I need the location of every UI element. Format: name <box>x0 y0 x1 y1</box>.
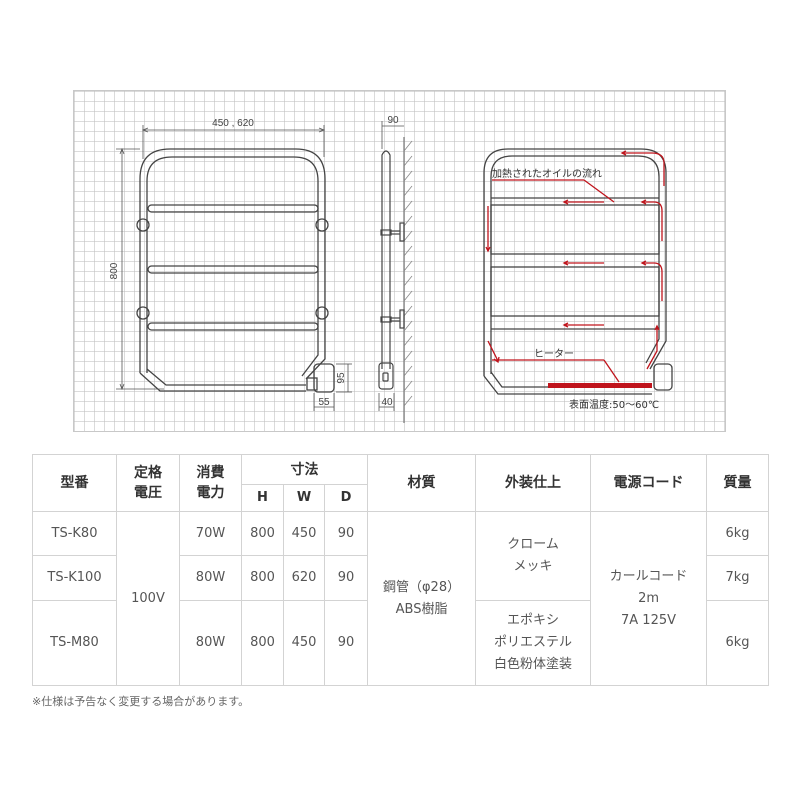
cell-d: 90 <box>323 555 369 601</box>
cell-material: 鋼管（φ28）ABS樹脂 <box>367 511 477 686</box>
cell-power: 70W <box>179 511 242 556</box>
plug-width-label: 55 <box>318 397 330 408</box>
header-cord: 電源コード <box>590 454 708 512</box>
cell-w: 450 <box>283 600 325 686</box>
cell-voltage: 100V <box>116 511 180 686</box>
cell-h: 800 <box>241 555 284 601</box>
side-view <box>378 137 413 423</box>
heater-element <box>548 383 652 388</box>
cell-power: 80W <box>179 555 242 601</box>
oil-flow-arrows <box>485 150 665 383</box>
cell-model: TS-M80 <box>32 600 117 686</box>
cell-w: 450 <box>283 511 325 556</box>
cell-w: 620 <box>283 555 325 601</box>
cell-weight: 6kg <box>706 511 770 556</box>
surface-temp-label: 表面温度:50～60℃ <box>569 398 659 411</box>
front-view <box>136 148 335 393</box>
plug-height-label: 95 <box>336 372 347 384</box>
width-dimension-label: 450 , 620 <box>212 118 254 129</box>
cell-power: 80W <box>179 600 242 686</box>
plug-depth-label: 40 <box>381 397 393 408</box>
header-power: 消費電力 <box>179 454 242 512</box>
cell-finish-chrome: クロームメッキ <box>475 511 592 601</box>
header-model: 型番 <box>32 454 117 512</box>
cell-h: 800 <box>241 511 284 556</box>
header-material: 材質 <box>367 454 477 512</box>
heater-label: ヒーター <box>534 348 574 360</box>
product-diagram: 450 , 620 800 95 55 <box>109 115 673 423</box>
oil-flow-label: 加熱されたオイルの流れ <box>492 167 602 180</box>
cell-d: 90 <box>323 511 369 556</box>
height-dimension-label: 800 <box>109 262 120 279</box>
cell-weight: 6kg <box>706 600 770 686</box>
side-view-dimensions <box>378 121 404 411</box>
table-row: TS-K100 80W 800 620 90 7kg <box>32 555 770 601</box>
header-d: D <box>323 484 369 512</box>
table-row: TS-K80 100V 70W 800 450 90 鋼管（φ28）ABS樹脂 … <box>32 511 770 686</box>
cell-model: TS-K100 <box>32 555 117 601</box>
header-voltage: 定格電圧 <box>116 454 180 512</box>
header-dimensions: 寸法 <box>240 454 369 485</box>
table-row: TS-M80 80W 800 450 90 エポキシポリエステル白色粉体塗装 6… <box>32 600 770 686</box>
spec-table: 型番 定格電圧 消費電力 寸法 材質 外装仕上 電源コード 質量 H W D T… <box>32 454 770 686</box>
cell-d: 90 <box>323 600 369 686</box>
front-view-dimensions <box>116 125 352 411</box>
header-finish: 外装仕上 <box>475 454 592 512</box>
cell-finish-epoxy: エポキシポリエステル白色粉体塗装 <box>475 600 592 686</box>
disclaimer-note: ※仕様は予告なく変更する場合があります。 <box>32 695 250 708</box>
header-w: W <box>283 484 325 512</box>
depth-dimension-label: 90 <box>387 115 399 126</box>
subheader-row: H W D <box>33 484 769 512</box>
cell-weight: 7kg <box>706 555 770 601</box>
header-h: H <box>241 484 284 512</box>
cell-model: TS-K80 <box>32 511 117 556</box>
header-row: 型番 定格電圧 消費電力 寸法 材質 外装仕上 電源コード 質量 <box>32 454 770 512</box>
flow-view <box>483 148 673 395</box>
cell-h: 800 <box>241 600 284 686</box>
diagram-panel: 450 , 620 800 95 55 <box>73 90 726 432</box>
header-weight: 質量 <box>706 454 770 512</box>
